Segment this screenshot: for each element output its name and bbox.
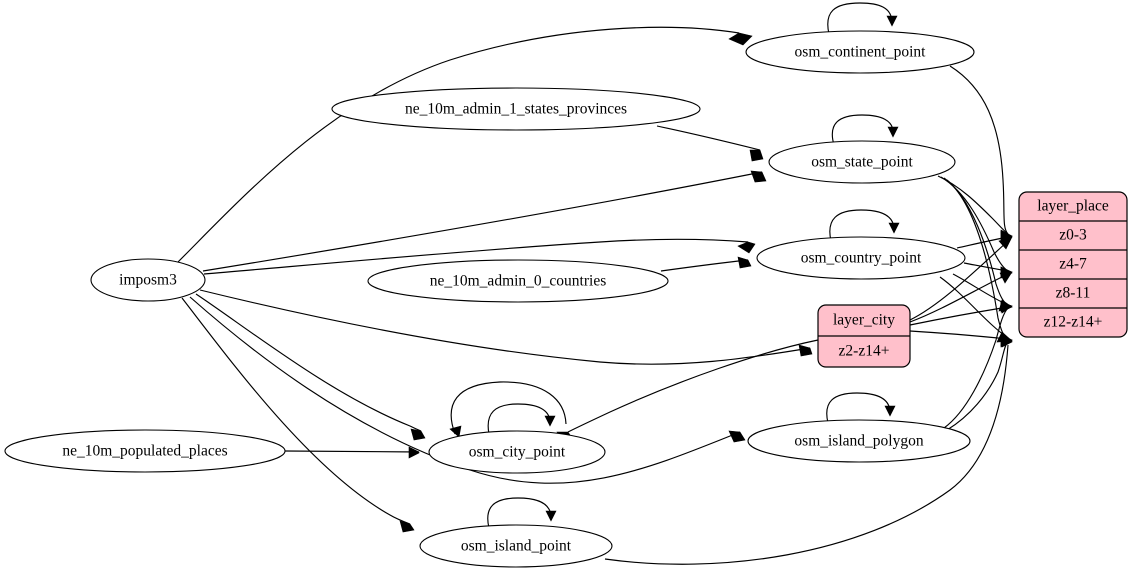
node-osm-continent-point-label: osm_continent_point: [795, 44, 927, 61]
self-loop-osm_continent_point: [827, 2, 898, 35]
node-osm-state-point-label: osm_state_point: [811, 154, 913, 171]
edge-ne_admin1-to-osm_state_point: [656, 125, 764, 162]
node-imposm3-label: imposm3: [119, 272, 177, 289]
edge-layer_city-to-layer_place-z4: [909, 271, 1013, 323]
edge-imposm3-to-osm_continent_point: [177, 26, 753, 263]
node-layer: imposm3 ne_10m_admin_1_states_provinces …: [4, 30, 1128, 568]
node-osm-state-point[interactable]: osm_state_point: [768, 140, 956, 184]
node-ne-admin0-label: ne_10m_admin_0_countries: [430, 273, 607, 290]
edge-osm_island_polygon-to-layer_place-z8: [943, 301, 1013, 429]
node-osm-country-point[interactable]: osm_country_point: [756, 236, 966, 280]
edge-imposm3-to-osm_city_point: [195, 293, 426, 441]
node-osm-city-point[interactable]: osm_city_point: [428, 430, 606, 474]
node-osm-island-polygon[interactable]: osm_island_polygon: [747, 419, 971, 463]
node-osm-continent-point[interactable]: osm_continent_point: [745, 30, 975, 74]
edge-imposm3-to-osm_island_point: [181, 297, 415, 533]
edge-imposm3-to-osm_state_point: [202, 170, 767, 272]
node-ne-admin1[interactable]: ne_10m_admin_1_states_provinces: [331, 87, 701, 131]
node-ne-populated-places[interactable]: ne_10m_populated_places: [4, 429, 286, 473]
self-loop-osm_country_point: [829, 209, 900, 242]
edge-ne_admin0-to-osm_country_point: [660, 256, 752, 272]
node-osm-island-polygon-label: osm_island_polygon: [794, 433, 923, 450]
node-osm-city-point-label: osm_city_point: [469, 444, 566, 461]
self-loop-osm_island_polygon: [826, 392, 896, 424]
self-loop-osm_island_point: [487, 497, 557, 529]
node-layer-place[interactable]: layer_place z0-3 z4-7 z8-11 z12-z14+: [1018, 191, 1128, 338]
node-ne-admin1-label: ne_10m_admin_1_states_provinces: [405, 101, 627, 118]
edge-osm_state_point-to-layer_place-z8: [943, 177, 1013, 313]
edge-ne_populated-to-osm_city_point: [284, 446, 420, 459]
edge-layer_city-to-layer_place-z0: [909, 236, 1013, 321]
node-ne-admin0[interactable]: ne_10m_admin_0_countries: [367, 259, 669, 303]
edge-osm_island_point-to-layer_place-z12: [604, 335, 1013, 565]
node-ne-populated-places-label: ne_10m_populated_places: [62, 443, 227, 460]
edge-osm_continent_point-to-layer_place: [949, 65, 1013, 242]
node-osm-island-point[interactable]: osm_island_point: [419, 524, 613, 568]
layer-place-zoom-z8-11: z8-11: [1056, 285, 1091, 302]
self-loop-osm_state_point: [831, 114, 899, 146]
layer-place-zoom-z0-3: z0-3: [1059, 227, 1087, 244]
edge-imposm3-to-osm_country_point: [203, 238, 756, 275]
node-layer-city[interactable]: layer_city z2-z14+: [817, 304, 911, 368]
incoming-arc-osm_city_point: [449, 381, 567, 438]
layer-place-zoom-z4-7: z4-7: [1059, 256, 1087, 273]
self-loop-osm_city_point: [487, 403, 556, 435]
layer-city-zoom-range: z2-z14+: [839, 343, 890, 360]
node-imposm3[interactable]: imposm3: [90, 258, 206, 302]
layer-city-title: layer_city: [833, 312, 895, 329]
node-osm-country-point-label: osm_country_point: [801, 250, 922, 267]
edge-imposm3-to-layer_city: [199, 289, 813, 365]
layer-place-zoom-z12-z14: z12-z14+: [1044, 314, 1103, 331]
layer-place-title: layer_place: [1037, 198, 1109, 215]
node-osm-island-point-label: osm_island_point: [461, 538, 572, 555]
